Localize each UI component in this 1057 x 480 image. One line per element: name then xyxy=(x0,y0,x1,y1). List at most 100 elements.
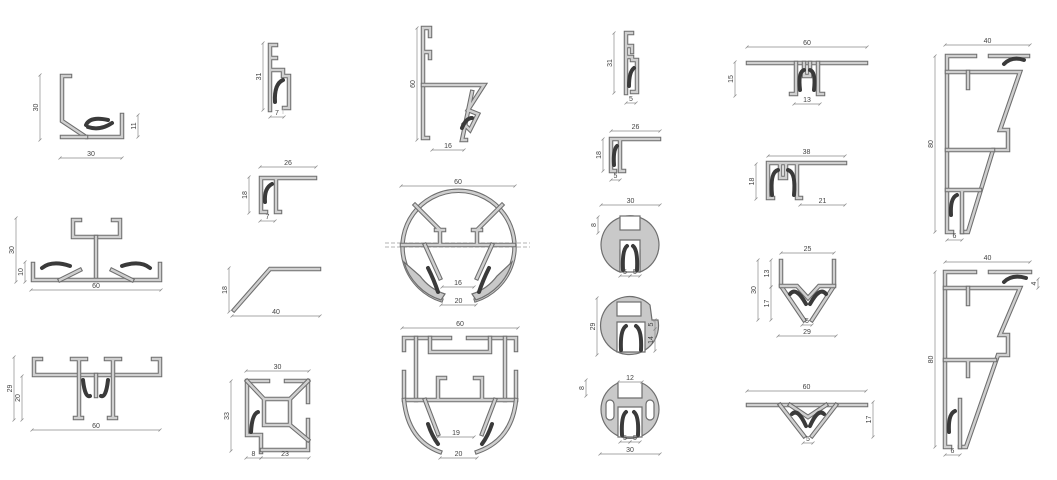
dimension-tick xyxy=(516,326,520,330)
slim-wall-profile xyxy=(267,42,292,114)
dimension-tick xyxy=(474,303,478,307)
dimension: 5 xyxy=(801,436,815,445)
dimension-tick xyxy=(273,219,277,223)
dimension: 40 xyxy=(943,38,1032,47)
profile-wall-fill xyxy=(400,203,516,247)
dimension-tick xyxy=(601,169,605,173)
dimension-tick xyxy=(658,129,662,133)
dimension-label: 21 xyxy=(819,198,827,205)
dimension: 33 xyxy=(224,379,233,453)
dimension-label: 20 xyxy=(15,394,22,402)
dimension-tick xyxy=(801,441,805,445)
dimension: 14 xyxy=(648,327,657,353)
dimension-tick xyxy=(244,369,248,373)
dimension: 30 xyxy=(751,258,760,322)
dimension-tick xyxy=(628,440,632,444)
dimension: 29 xyxy=(590,296,599,357)
dimension: 5 xyxy=(628,269,642,278)
dimension-tick xyxy=(943,43,947,47)
dimension-tick xyxy=(513,184,517,188)
profile-wall xyxy=(778,258,837,324)
gasket xyxy=(788,289,828,306)
dimension-tick xyxy=(38,138,42,142)
dimension-label: 30 xyxy=(626,447,634,454)
dimension-tick xyxy=(438,456,442,460)
tall-hook-profile xyxy=(420,25,489,143)
profile-wall-fill xyxy=(943,286,997,449)
flange-profile-b xyxy=(608,136,662,174)
dimension-tick xyxy=(624,101,628,105)
dimension-tick xyxy=(462,148,466,152)
dimension-label: 19 xyxy=(452,430,460,437)
dimension-tick xyxy=(596,215,600,219)
dimension-tick xyxy=(811,441,815,445)
dimension-tick xyxy=(282,115,286,119)
profile-wall-fill xyxy=(70,357,88,420)
dimension-tick xyxy=(415,138,419,142)
dimension-tick xyxy=(933,230,937,234)
dimension-label: 5 xyxy=(633,269,637,276)
dimension: 13 xyxy=(792,97,822,106)
dimension-label: 18 xyxy=(749,178,756,186)
dimension: 60 xyxy=(30,423,162,432)
dimension: 80 xyxy=(928,270,937,449)
dimension-label: 26 xyxy=(632,124,640,131)
dimension-label: 8 xyxy=(252,451,256,458)
dimension: 26 xyxy=(258,160,318,169)
dimension-tick xyxy=(29,288,33,292)
dimension-tick xyxy=(776,334,780,338)
gasket xyxy=(40,261,152,270)
dimension-tick xyxy=(120,156,124,160)
dimension-tick xyxy=(658,452,662,456)
dimension-tick xyxy=(638,274,642,278)
dimension-tick xyxy=(472,285,476,289)
v-channel-profile xyxy=(778,258,837,324)
profile-wall-fill xyxy=(778,403,838,438)
dimension-label: 60 xyxy=(803,384,811,391)
dimension: 19 xyxy=(436,430,476,439)
dimension-tick xyxy=(307,456,311,460)
profile-wall-fill xyxy=(71,218,122,239)
dimension: 60 xyxy=(29,283,163,292)
dimension-label: 30 xyxy=(9,246,16,254)
profile-wall-fill xyxy=(779,284,836,300)
dimension: 60 xyxy=(400,321,520,330)
dimension-label: 30 xyxy=(33,104,40,112)
dimension-tick xyxy=(943,260,947,264)
profile-wall xyxy=(31,356,163,378)
round-insert-a xyxy=(600,215,660,273)
dimension-tick xyxy=(136,113,140,117)
gasket xyxy=(84,116,114,131)
dimension-tick xyxy=(20,374,24,378)
dimension-label: 5 xyxy=(623,269,627,276)
profile-wall-fill xyxy=(423,398,497,436)
dimension-tick xyxy=(596,231,600,235)
gasket xyxy=(618,324,644,352)
dimension: 10 xyxy=(18,260,27,284)
profile-wall-fill xyxy=(260,379,310,452)
dimension: 60 xyxy=(745,40,869,49)
dimension: 30 xyxy=(244,364,311,373)
dimension: 60 xyxy=(410,26,419,142)
dimension: 8 xyxy=(579,378,588,398)
gasket xyxy=(769,168,797,197)
dimension: 7 xyxy=(268,110,286,119)
dimension: 26 xyxy=(609,124,662,133)
dimension-label: 60 xyxy=(92,283,100,290)
dimension: 18 xyxy=(749,162,758,201)
dimension-tick xyxy=(227,266,231,270)
gasket xyxy=(627,66,636,88)
dimension-tick xyxy=(244,456,248,460)
dimension-tick xyxy=(14,216,18,220)
profile-wall xyxy=(942,285,998,450)
profile-wall-fill xyxy=(259,176,317,214)
dimension-tick xyxy=(769,258,773,262)
profile-wall-fill xyxy=(402,370,518,402)
dimension-tick xyxy=(584,378,588,382)
dimension-label: 60 xyxy=(456,321,464,328)
gasket xyxy=(272,78,285,104)
dimension-label: 20 xyxy=(455,451,463,458)
round-insert-b xyxy=(599,295,660,356)
dimension-tick xyxy=(307,369,311,373)
